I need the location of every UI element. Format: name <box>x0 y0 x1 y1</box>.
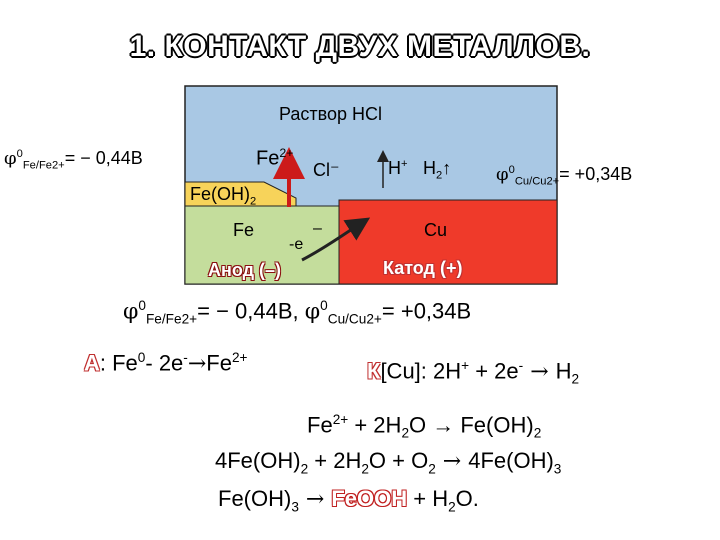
hydrogen-gas: H2↑ <box>423 158 452 182</box>
hydrogen-ion: H+ <box>388 158 408 178</box>
equation-2: 4Fe(OH)2 + 2H2O + O2 → 4Fe(OH)3 <box>215 448 562 477</box>
right-potential: φ0Cu/Cu2+= +0,34В <box>496 164 633 188</box>
cathode-metal <box>338 199 558 285</box>
feooh-highlight: FeOOH <box>331 486 408 511</box>
solution-label: Раствор HCl <box>279 104 383 124</box>
cathode-label: Катод (+) <box>383 258 463 278</box>
anode-label: Анод (–) <box>208 260 282 280</box>
anode-reaction: А: Fe0- 2e-→Fe2+ <box>84 350 248 377</box>
left-potential: φ0Fe/Fe2+= − 0,44В <box>4 148 143 172</box>
slide-title: 1. КОНТАКТ ДВУХ МЕТАЛЛОВ. <box>129 30 591 63</box>
hydroxide-layer <box>184 181 297 211</box>
iron-label: Fe <box>233 220 255 240</box>
equation-1: Fe2+ + 2H2O → Fe(OH)2 <box>307 412 542 441</box>
potentials-line: φ0Fe/Fe2+= − 0,44В, φ0Cu/Cu2+= +0,34В <box>123 298 472 327</box>
electron-label: -е <box>289 236 304 253</box>
cathode-reaction: К[Cu]: 2H+ + 2e- → H2 <box>367 358 580 387</box>
fe2plus-ion: Fe2+ <box>256 146 294 170</box>
chloride-ion: Cl⁻ <box>313 160 340 180</box>
electron-arrow <box>301 217 371 262</box>
electron-minus-sign: – <box>313 220 322 237</box>
copper-label: Cu <box>424 220 448 240</box>
iron-hydroxide-label: Fe(OH)2 <box>190 184 257 208</box>
equation-3: Fe(OH)3 → FeOOH + H2O. <box>218 486 479 515</box>
